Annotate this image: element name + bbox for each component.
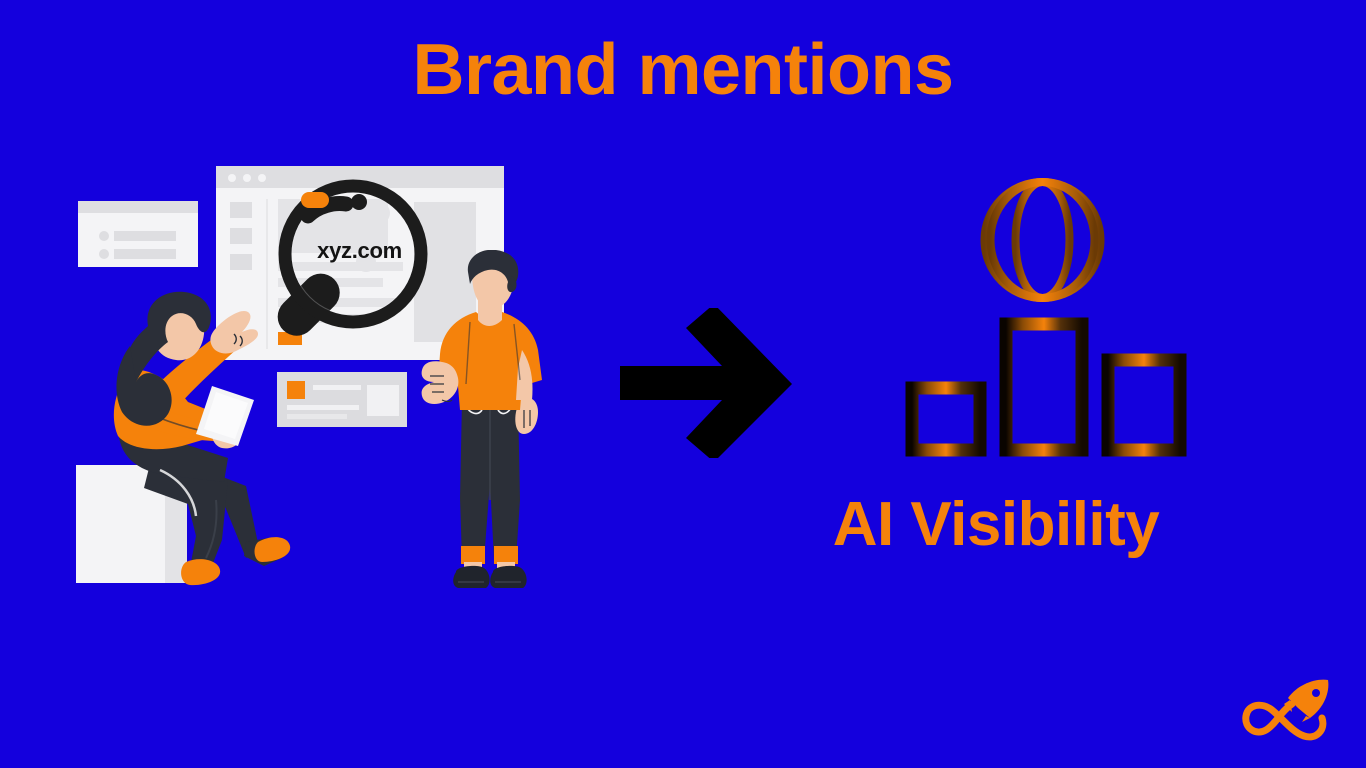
list-row-placeholder bbox=[114, 249, 176, 259]
window-dot-icon bbox=[258, 174, 266, 182]
page-title-brand-mentions: Brand mentions bbox=[412, 30, 954, 110]
card-line bbox=[287, 414, 347, 419]
card-line bbox=[313, 385, 361, 390]
card-thumbnail bbox=[367, 385, 399, 416]
magnifier-highlight-dot bbox=[301, 192, 329, 208]
list-bullet-icon bbox=[99, 249, 109, 259]
window-dot-icon bbox=[228, 174, 236, 182]
list-row-placeholder bbox=[114, 231, 176, 241]
list-card bbox=[78, 201, 198, 267]
window-dot-icon bbox=[243, 174, 251, 182]
browser-titlebar bbox=[216, 166, 504, 188]
seated-woman-pointing bbox=[113, 291, 291, 586]
sidebar-block bbox=[230, 228, 252, 244]
right-arrow-icon bbox=[620, 308, 792, 458]
globe-icon bbox=[980, 178, 1105, 302]
list-bullet-icon bbox=[99, 231, 109, 241]
magnifier-label-xyz: xyz.com bbox=[317, 238, 402, 263]
sidebar-block bbox=[230, 254, 252, 270]
card-accent-icon bbox=[287, 381, 305, 399]
list-card-header bbox=[78, 201, 198, 213]
avatar-placeholder bbox=[356, 252, 376, 272]
magnifying-glass: xyz.com bbox=[246, 178, 436, 348]
content-line bbox=[278, 262, 403, 271]
rocket-infinity-logo[interactable] bbox=[1240, 678, 1340, 748]
standing-man-thumbs-up bbox=[421, 250, 542, 588]
sidebar-block bbox=[230, 202, 252, 218]
page-title-ai-visibility: AI Visibility bbox=[832, 490, 1160, 559]
card-line bbox=[287, 405, 359, 410]
content-line bbox=[278, 298, 403, 307]
wide-content-card bbox=[277, 372, 407, 427]
bar-chart-icon bbox=[905, 317, 1187, 457]
content-divider bbox=[266, 199, 268, 349]
avatar-placeholder bbox=[368, 202, 390, 224]
